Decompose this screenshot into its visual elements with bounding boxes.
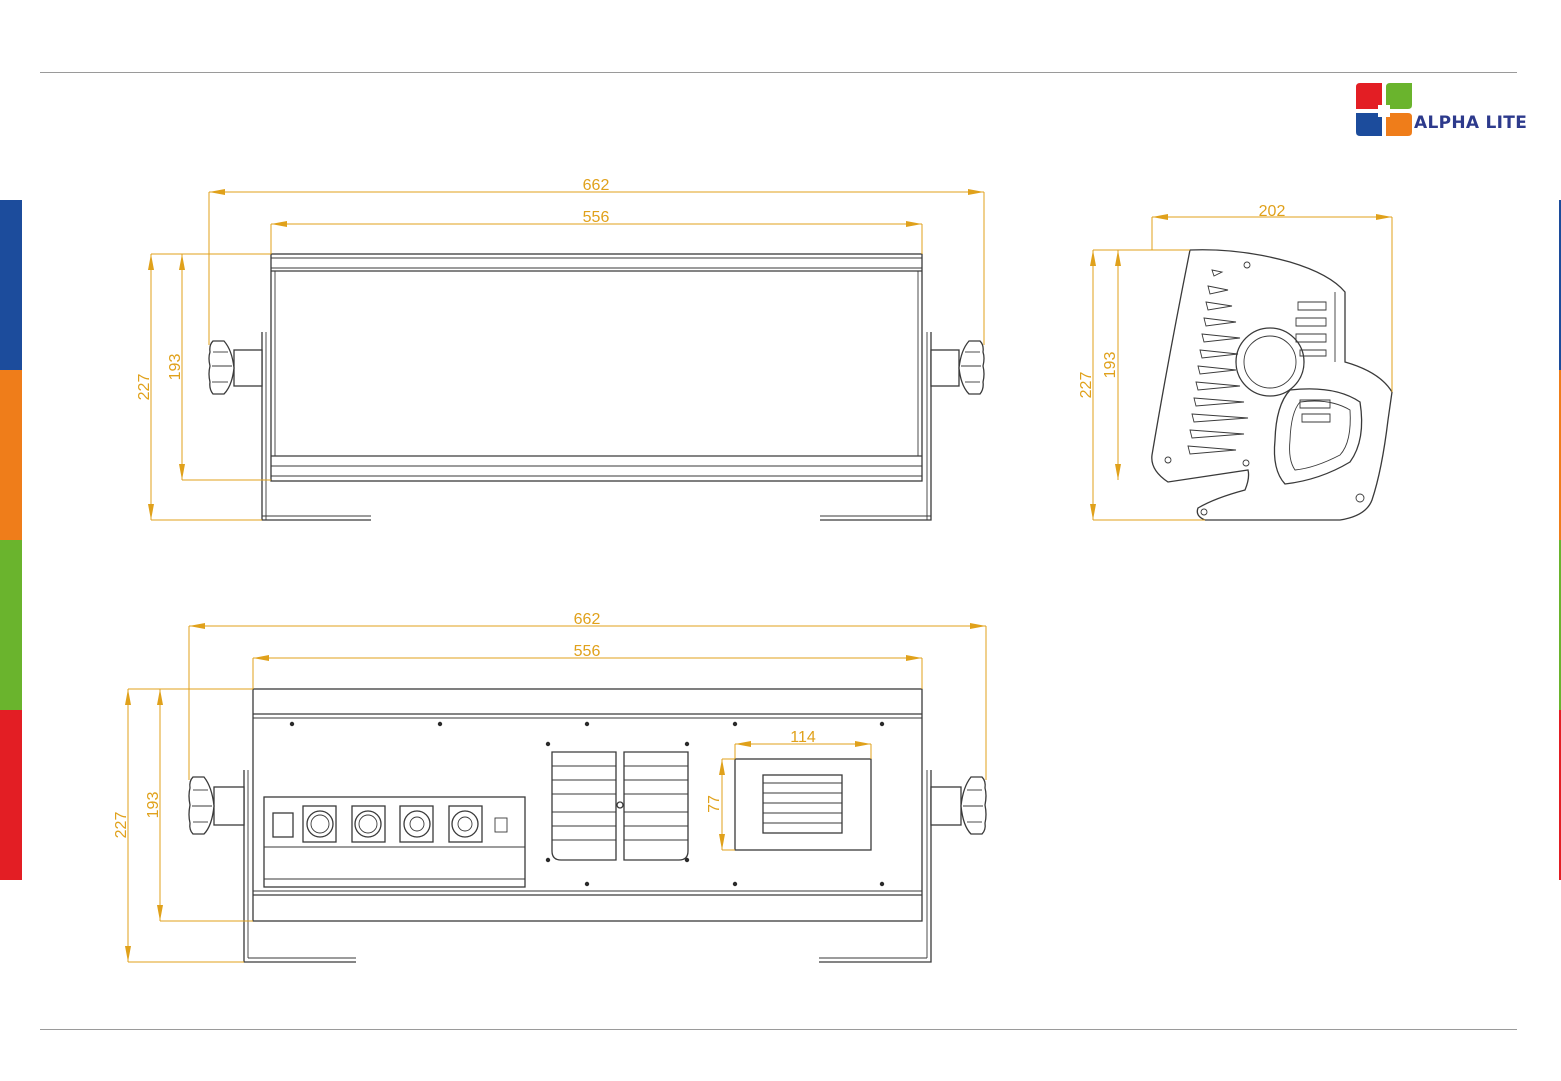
dim-side-body-height: 193 (1102, 352, 1119, 379)
dim-front-body-width: 556 (583, 209, 610, 226)
dim-vent-height: 77 (706, 795, 723, 813)
front-knob-left (209, 341, 262, 394)
rear-connector-panel (264, 797, 525, 887)
side-hub (1236, 328, 1304, 396)
dim-vent-width: 114 (790, 729, 816, 746)
dim-front-overall-height: 227 (136, 374, 153, 401)
dim-front-body-height: 193 (167, 354, 184, 381)
front-housing (271, 254, 922, 481)
rear-vent (735, 759, 871, 850)
front-view: 662 556 227 193 (136, 177, 984, 520)
dim-front-overall-width: 662 (583, 177, 610, 194)
dim-rear-body-height: 193 (145, 792, 162, 819)
dim-side-depth: 202 (1259, 203, 1286, 220)
front-knob-right (931, 341, 984, 394)
side-view: 202 227 193 (1078, 203, 1392, 520)
rear-knob-left (189, 777, 244, 834)
rear-knob-right (931, 777, 986, 834)
dim-rear-overall-height: 227 (113, 812, 130, 839)
rear-view: 662 556 227 193 114 77 (113, 611, 986, 962)
dim-rear-overall-width: 662 (574, 611, 601, 628)
dim-rear-body-width: 556 (574, 643, 601, 660)
dim-side-overall-height: 227 (1078, 372, 1095, 399)
